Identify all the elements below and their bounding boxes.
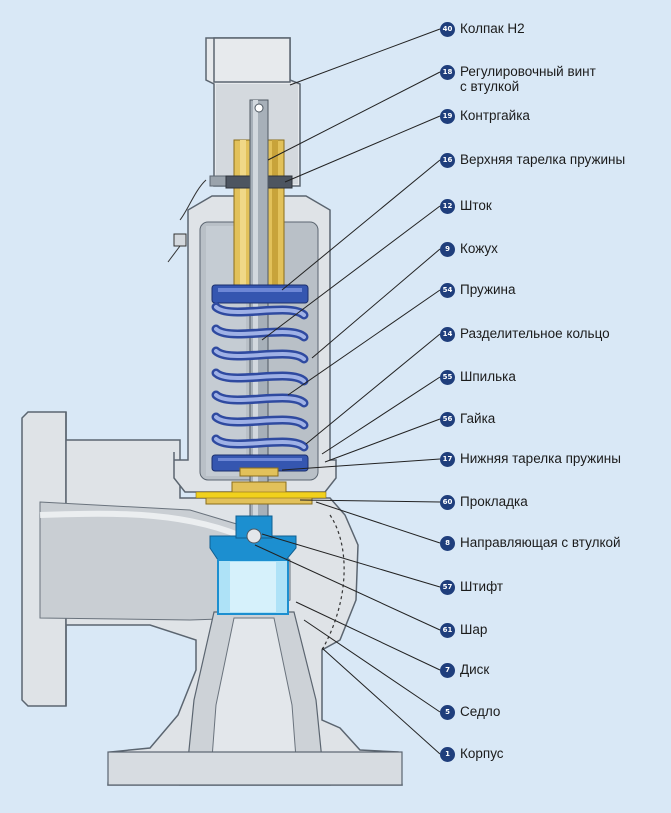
callout-number-badge: 17	[440, 452, 455, 467]
spring-coil-highlight	[214, 415, 306, 427]
callout-number-badge: 19	[440, 109, 455, 124]
callout-label: Шпилька	[460, 369, 516, 384]
callout-18: 18 Регулировочный винт с втулкой	[440, 64, 671, 94]
leader-line-57	[261, 533, 441, 588]
lower-spring-plate	[211, 454, 309, 472]
leader-line-9	[311, 248, 441, 359]
leader-line-12	[261, 205, 441, 341]
callout-57: 57 Штифт	[440, 579, 671, 595]
callout-label: Седло	[460, 704, 501, 719]
leader-line-56	[324, 418, 441, 463]
callout-number-badge: 57	[440, 580, 455, 595]
callout-label: Направляющая с втулкой	[460, 535, 621, 550]
callout-number-badge: 8	[440, 536, 455, 551]
leader-line-19	[284, 115, 441, 183]
callout-label: Колпак Н2	[460, 21, 525, 36]
spring-coil-highlight	[214, 305, 306, 317]
callout-label: Нижняя тарелка пружины	[460, 451, 621, 466]
callout-label: Шток	[460, 198, 492, 213]
leader-line-16	[281, 159, 441, 291]
upper-spring-plate	[211, 284, 309, 304]
callout-label: Кожух	[460, 241, 498, 256]
callout-label: Штифт	[460, 579, 504, 594]
spring	[211, 302, 309, 452]
callout-60: 60 Прокладка	[440, 494, 671, 510]
callout-number-badge: 18	[440, 65, 455, 80]
callout-40: 40 Колпак Н2	[440, 21, 671, 37]
separation-ring	[239, 467, 279, 477]
callout-number-badge: 5	[440, 705, 455, 720]
callout-61: 61 Шар	[440, 622, 671, 638]
leader-line-61	[254, 544, 441, 631]
callout-8: 8 Направляющая с втулкой	[440, 535, 671, 551]
callout-label: Регулировочный винт с втулкой	[460, 64, 596, 94]
callout-5: 5 Седло	[440, 704, 671, 720]
valve-body	[21, 411, 403, 786]
spring-coil-highlight	[214, 437, 306, 449]
leader-line-55	[321, 376, 441, 455]
leader-line-7	[295, 601, 441, 671]
disc	[209, 515, 297, 615]
leader-lines	[254, 28, 441, 755]
callout-1: 1 Корпус	[440, 746, 671, 762]
callout-19: 19 Контргайка	[440, 108, 671, 124]
callout-56: 56 Гайка	[440, 411, 671, 427]
leader-line-60	[299, 499, 441, 503]
callout-number-badge: 55	[440, 370, 455, 385]
callout-12: 12 Шток	[440, 198, 671, 214]
leader-line-8	[315, 501, 441, 544]
lead-seal	[167, 179, 207, 263]
callout-label: Прокладка	[460, 494, 528, 509]
callout-label: Контргайка	[460, 108, 530, 123]
callout-number-badge: 40	[440, 22, 455, 37]
callout-label: Шар	[460, 622, 488, 637]
leader-line-54	[287, 289, 441, 396]
callout-number-badge: 16	[440, 153, 455, 168]
callout-label: Корпус	[460, 746, 504, 761]
callout-label: Диск	[460, 662, 490, 677]
spring-coil-highlight	[214, 349, 306, 361]
leader-line-5	[303, 619, 441, 713]
callout-number-badge: 7	[440, 663, 455, 678]
callout-label: Разделительное кольцо	[460, 326, 610, 341]
spring-coil-highlight	[214, 371, 306, 383]
callout-label: Верхняя тарелка пружины	[460, 152, 626, 167]
callout-number-badge: 1	[440, 747, 455, 762]
callout-number-badge: 12	[440, 199, 455, 214]
callout-54: 54 Пружина	[440, 282, 671, 298]
leader-line-18	[267, 71, 441, 161]
leader-line-40	[289, 28, 441, 86]
callout-number-badge: 14	[440, 327, 455, 342]
callout-17: 17 Нижняя тарелка пружины	[440, 451, 671, 467]
callout-7: 7 Диск	[440, 662, 671, 678]
callout-number-badge: 60	[440, 495, 455, 510]
leader-line-1	[321, 647, 441, 755]
callout-55: 55 Шпилька	[440, 369, 671, 385]
callout-number-badge: 54	[440, 283, 455, 298]
callout-number-badge: 9	[440, 242, 455, 257]
callout-label: Гайка	[460, 411, 496, 426]
callout-16: 16 Верхняя тарелка пружины	[440, 152, 671, 168]
callout-number-badge: 56	[440, 412, 455, 427]
callout-number-badge: 61	[440, 623, 455, 638]
callout-9: 9 Кожух	[440, 241, 671, 257]
leader-line-14	[305, 333, 441, 445]
callout-14: 14 Разделительное кольцо	[440, 326, 671, 342]
spring-coil-highlight	[214, 327, 306, 339]
guide-with-bushing	[195, 481, 327, 505]
callout-label: Пружина	[460, 282, 516, 297]
spring-coil-highlight	[214, 393, 306, 405]
leader-line-17	[281, 458, 441, 471]
